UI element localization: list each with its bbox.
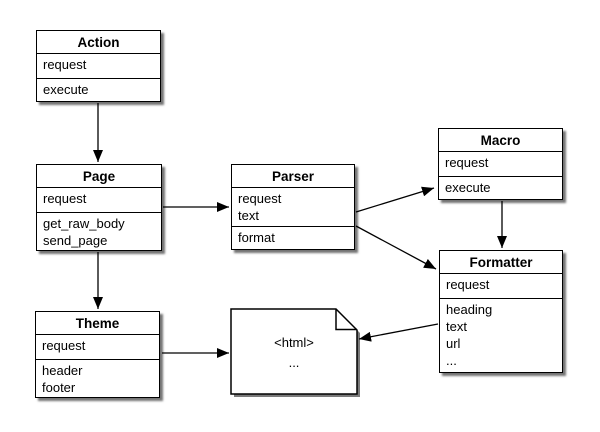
arrow-parser-to-formatter <box>355 225 437 270</box>
class-member: format <box>238 230 275 245</box>
class-member: get_raw_body <box>43 216 125 231</box>
class-compartment: request <box>439 151 562 176</box>
class-member: heading <box>446 302 493 317</box>
class-member: request <box>445 155 489 170</box>
class-compartment: request <box>37 187 161 212</box>
class-compartment: execute <box>439 176 562 199</box>
class-compartment: request <box>36 334 159 359</box>
html-document-shape <box>230 308 360 397</box>
document-text-line: ... <box>288 355 300 370</box>
class-box-macro: Macro request execute <box>438 128 563 200</box>
class-compartment: request <box>440 273 562 298</box>
class-member: ... <box>446 353 457 368</box>
class-member: request <box>42 338 86 353</box>
class-compartment: execute <box>37 78 160 101</box>
class-member: header <box>42 363 83 378</box>
class-member: text <box>238 208 259 223</box>
arrow-formatter-to-document <box>358 323 439 342</box>
class-member: request <box>446 277 490 292</box>
class-compartment: get_raw_body send_page <box>37 212 161 250</box>
class-member: execute <box>445 180 491 195</box>
class-compartment: header footer <box>36 359 159 397</box>
class-member: request <box>43 191 87 206</box>
class-member: send_page <box>43 233 108 248</box>
class-box-theme: Theme request header footer <box>35 311 160 398</box>
class-title: Theme <box>75 315 120 331</box>
class-compartment: request <box>37 53 160 78</box>
document-text-line: <html> <box>274 335 314 350</box>
class-member: footer <box>42 380 76 395</box>
class-title: Page <box>82 168 116 184</box>
class-box-action: Action request execute <box>36 30 161 102</box>
class-box-formatter: Formatter request heading text url ... <box>439 250 563 373</box>
class-compartment: heading text url ... <box>440 298 562 372</box>
class-title: Parser <box>271 168 315 184</box>
class-box-parser: Parser request text format <box>231 164 355 250</box>
class-member: request <box>238 191 282 206</box>
class-compartment: format <box>232 226 354 249</box>
class-compartment: request text <box>232 187 354 226</box>
class-title: Formatter <box>469 254 533 270</box>
class-title: Macro <box>480 132 521 148</box>
class-member: execute <box>43 82 89 97</box>
html-document-label: <html> ... <box>231 334 357 371</box>
class-member: url <box>446 336 461 351</box>
class-member: request <box>43 57 87 72</box>
class-member: text <box>446 319 467 334</box>
document-fold-corner <box>335 309 357 331</box>
class-box-page: Page request get_raw_body send_page <box>36 164 162 251</box>
class-title: Action <box>77 34 120 50</box>
arrow-parser-to-macro <box>355 186 435 213</box>
document-outline <box>230 308 358 395</box>
